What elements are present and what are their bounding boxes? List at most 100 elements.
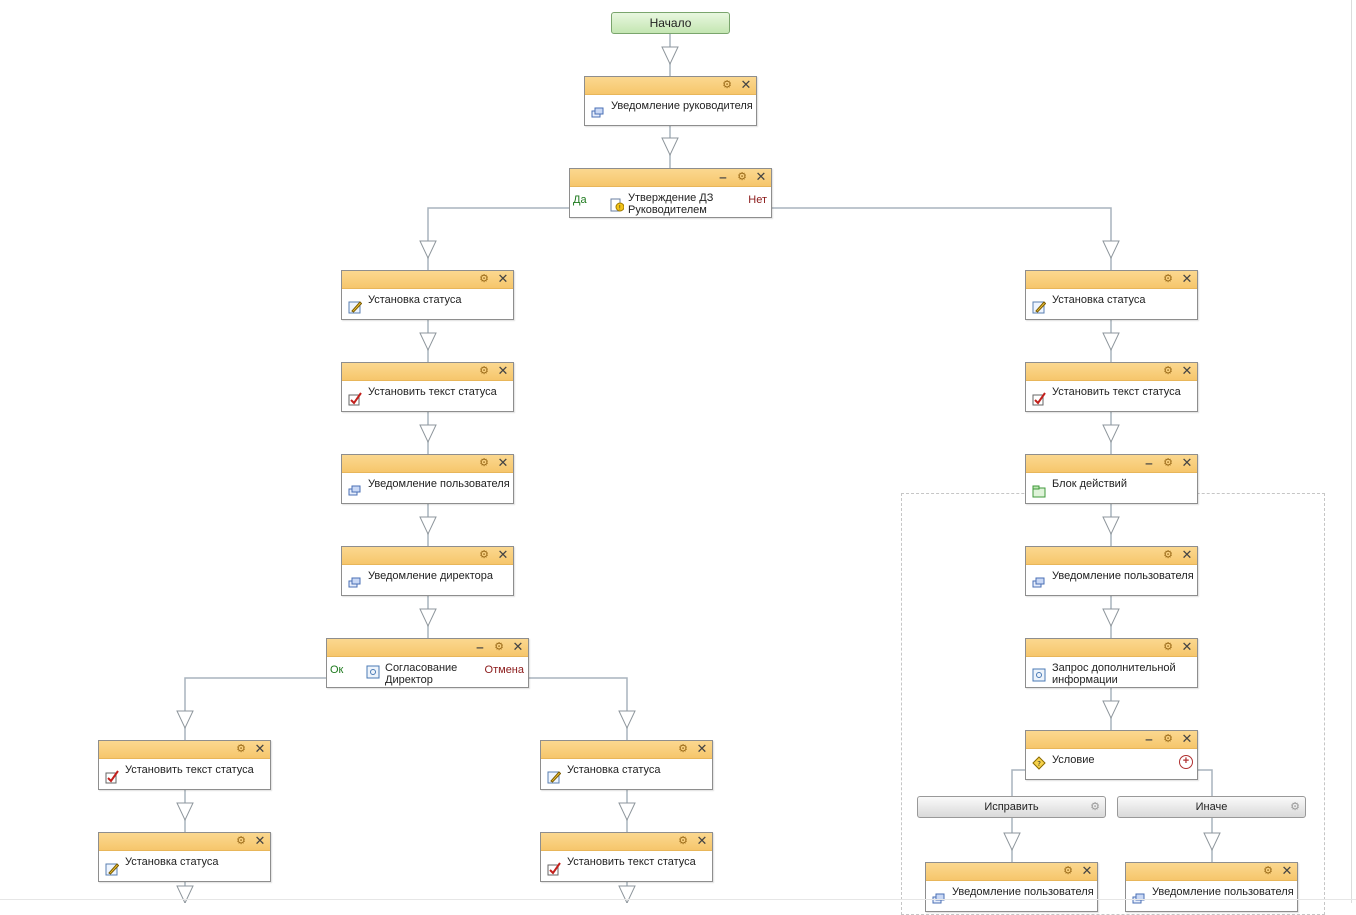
condition-icon: ?	[1032, 756, 1046, 770]
gear-icon[interactable]: ⚙	[1163, 641, 1173, 653]
activity-l1[interactable]: ⚙✕Установка статуса	[341, 270, 514, 320]
branch-else[interactable]: Иначе ⚙	[1117, 796, 1306, 818]
collapse-icon[interactable]: ‒	[1145, 456, 1153, 470]
activity-title: Уведомление директора	[368, 570, 493, 582]
activity-header: ⚙ ✕	[585, 77, 756, 95]
close-icon[interactable]: ✕	[696, 741, 708, 756]
close-icon[interactable]: ✕	[696, 833, 708, 848]
activity-header: ⚙✕	[926, 863, 1097, 881]
close-icon[interactable]: ✕	[1281, 863, 1293, 878]
activity-r2[interactable]: ⚙✕Установить текст статуса	[1025, 362, 1198, 412]
close-icon[interactable]: ✕	[1181, 731, 1193, 746]
activity-lr2[interactable]: ⚙✕Установить текст статуса	[540, 832, 713, 882]
gear-icon[interactable]: ⚙	[494, 641, 504, 653]
divider	[0, 899, 1356, 900]
activity-title: Уведомление пользователя	[368, 478, 510, 490]
activity-title: Установить текст статуса	[368, 386, 497, 398]
gear-icon[interactable]: ⚙	[1163, 457, 1173, 469]
notification-icon	[1032, 577, 1045, 588]
gear-icon[interactable]: ⚙	[722, 79, 732, 91]
close-icon[interactable]: ✕	[497, 271, 509, 286]
activity-l4[interactable]: ⚙✕Уведомление директора	[341, 546, 514, 596]
activity-title: Установка статуса	[567, 764, 661, 776]
gear-icon[interactable]: ⚙	[1163, 733, 1173, 745]
activity-title: Уведомление пользователя	[1052, 570, 1194, 582]
edit-status-icon	[105, 863, 119, 876]
close-icon[interactable]: ✕	[740, 77, 752, 92]
close-icon[interactable]: ✕	[1181, 455, 1193, 470]
close-icon[interactable]: ✕	[497, 455, 509, 470]
close-icon[interactable]: ✕	[254, 833, 266, 848]
gear-icon[interactable]: ⚙	[737, 171, 747, 183]
scrollbar-track[interactable]	[1351, 0, 1352, 903]
close-icon[interactable]: ✕	[497, 547, 509, 562]
activity-header: ‒ ⚙ ✕	[1026, 455, 1197, 473]
activity-r4[interactable]: ⚙✕Уведомление пользователя	[1025, 546, 1198, 596]
activity-header: ⚙✕	[342, 547, 513, 565]
gear-icon[interactable]: ⚙	[1290, 801, 1300, 813]
close-icon[interactable]: ✕	[1181, 639, 1193, 654]
gear-icon[interactable]: ⚙	[1163, 549, 1173, 561]
activity-title: Запрос дополнительной информации	[1052, 662, 1176, 686]
activity-r5[interactable]: ⚙ ✕ Запрос дополнительной информации	[1025, 638, 1198, 688]
close-icon[interactable]: ✕	[1181, 363, 1193, 378]
gear-icon[interactable]: ⚙	[479, 365, 489, 377]
activity-header: ⚙✕	[541, 833, 712, 851]
activity-rr1[interactable]: ⚙✕Уведомление пользователя	[1125, 862, 1298, 912]
gear-icon[interactable]: ⚙	[1263, 865, 1273, 877]
gear-icon[interactable]: ⚙	[479, 457, 489, 469]
activity-l2[interactable]: ⚙ ✕Установить текст статуса	[341, 362, 514, 412]
close-icon[interactable]: ✕	[755, 169, 767, 184]
activity-header: ‒ ⚙ ✕	[570, 169, 771, 187]
close-icon[interactable]: ✕	[1181, 271, 1193, 286]
gear-icon[interactable]: ⚙	[479, 273, 489, 285]
start-node[interactable]: Начало	[611, 12, 730, 34]
gear-icon[interactable]: ⚙	[1090, 801, 1100, 813]
arrow-head	[176, 802, 194, 822]
gear-icon[interactable]: ⚙	[1163, 365, 1173, 377]
activity-lr1[interactable]: ⚙ ✕ Установка статуса	[540, 740, 713, 790]
arrow-head	[176, 885, 194, 903]
activity-header: ⚙✕	[1026, 547, 1197, 565]
close-icon[interactable]: ✕	[1181, 547, 1193, 562]
activity-rl1[interactable]: ⚙✕Уведомление пользователя	[925, 862, 1098, 912]
gear-icon[interactable]: ⚙	[1063, 865, 1073, 877]
branch-fix[interactable]: Исправить ⚙	[917, 796, 1106, 818]
close-icon[interactable]: ✕	[497, 363, 509, 378]
gear-icon[interactable]: ⚙	[236, 743, 246, 755]
gear-icon[interactable]: ⚙	[678, 835, 688, 847]
activity-title: Установить текст статуса	[567, 856, 696, 868]
edit-status-icon	[348, 301, 362, 314]
activity-title: Установить текст статуса	[125, 764, 254, 776]
collapse-icon[interactable]: ‒	[1145, 732, 1153, 746]
gear-icon[interactable]: ⚙	[479, 549, 489, 561]
arrow-head	[419, 608, 437, 628]
gear-icon[interactable]: ⚙	[678, 743, 688, 755]
close-icon[interactable]: ✕	[512, 639, 524, 654]
close-icon[interactable]: ✕	[1081, 863, 1093, 878]
svg-text:?: ?	[1037, 760, 1041, 768]
collapse-icon[interactable]: ‒	[719, 170, 727, 184]
collapse-icon[interactable]: ‒	[476, 640, 484, 654]
activity-ll2[interactable]: ⚙✕Установка статуса	[98, 832, 271, 882]
approval-icon: !	[610, 198, 624, 212]
activity-approval-manager[interactable]: ‒ ⚙ ✕ Да ! Утверждение ДЗ Руководителем …	[569, 168, 772, 218]
gear-icon[interactable]: ⚙	[1163, 273, 1173, 285]
connector	[184, 677, 327, 740]
activity-l3[interactable]: ⚙ ✕ Уведомление пользователя	[341, 454, 514, 504]
edit-status-icon	[1032, 301, 1046, 314]
gear-icon[interactable]: ⚙	[236, 835, 246, 847]
activity-director-agreement[interactable]: ‒ ⚙ ✕ Ок Согласование Директор Отмена	[326, 638, 529, 688]
add-branch-icon[interactable]: +	[1179, 755, 1193, 769]
connector	[529, 677, 628, 740]
activity-header: ⚙✕	[99, 741, 270, 759]
activity-r3[interactable]: ‒⚙✕Блок действий	[1025, 454, 1198, 504]
activity-ll1[interactable]: ⚙✕Установить текст статуса	[98, 740, 271, 790]
action-block-icon	[1032, 485, 1046, 498]
activity-manager-notification[interactable]: ⚙ ✕ Уведомление руководителя	[584, 76, 757, 126]
close-icon[interactable]: ✕	[254, 741, 266, 756]
arrow-head	[1102, 608, 1120, 628]
activity-r1[interactable]: ⚙✕Установка статуса	[1025, 270, 1198, 320]
activity-condition[interactable]: ‒ ⚙ ✕ ? Условие +	[1025, 730, 1198, 780]
